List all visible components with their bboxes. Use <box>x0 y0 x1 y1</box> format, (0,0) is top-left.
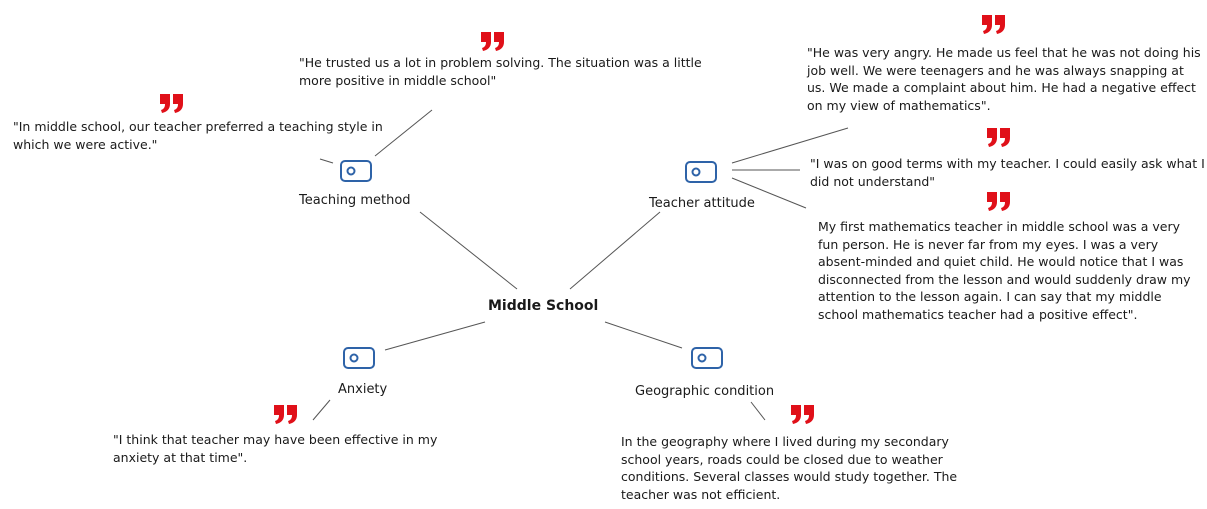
quote-teacher-attitude-2: "I was on good terms with my teacher. I … <box>810 156 1205 189</box>
geographic-condition-code-icon <box>691 347 723 369</box>
connector-tm-quote-1 <box>319 158 334 164</box>
teaching-method-code-icon <box>340 160 372 182</box>
connector-ta-quote-1 <box>731 127 849 164</box>
quote-icon <box>987 192 1010 211</box>
quote-icon <box>982 15 1005 34</box>
quote-icon <box>160 94 183 113</box>
connector-center-teacher-attitude <box>569 211 661 290</box>
quote-icon <box>481 32 504 51</box>
quote-icon <box>791 405 814 424</box>
connector-center-anxiety <box>384 321 486 351</box>
connector-center-geographic <box>604 321 683 349</box>
central-node-label: Middle School <box>488 298 599 314</box>
connector-tm-quote-2 <box>374 109 433 157</box>
quote-anxiety-1: "I think that teacher may have been effe… <box>113 432 438 465</box>
quote-icon <box>274 405 297 424</box>
geographic-condition-label: Geographic condition <box>635 384 775 399</box>
quote-geographic-condition-1: In the geography where I lived during my… <box>621 434 958 502</box>
connector-geo-quote <box>750 401 766 421</box>
teaching-method-label: Teaching method <box>299 193 411 208</box>
teacher-attitude-code-icon <box>685 161 717 183</box>
anxiety-label: Anxiety <box>338 382 388 397</box>
anxiety-code-icon <box>343 347 375 369</box>
teacher-attitude-label: Teacher attitude <box>649 196 755 211</box>
quote-teaching-method-1: "In middle school, our teacher preferred… <box>13 119 383 152</box>
connector-ta-quote-3 <box>731 177 807 209</box>
quote-teaching-method-2: "He trusted us a lot in problem solving.… <box>299 55 702 88</box>
quote-teacher-attitude-1: "He was very angry. He made us feel that… <box>807 45 1201 113</box>
quote-icon <box>987 128 1010 147</box>
quote-teacher-attitude-3: My first mathematics teacher in middle s… <box>818 219 1191 322</box>
connector-center-teaching-method <box>419 211 518 290</box>
connector-anxiety-quote <box>312 399 331 421</box>
